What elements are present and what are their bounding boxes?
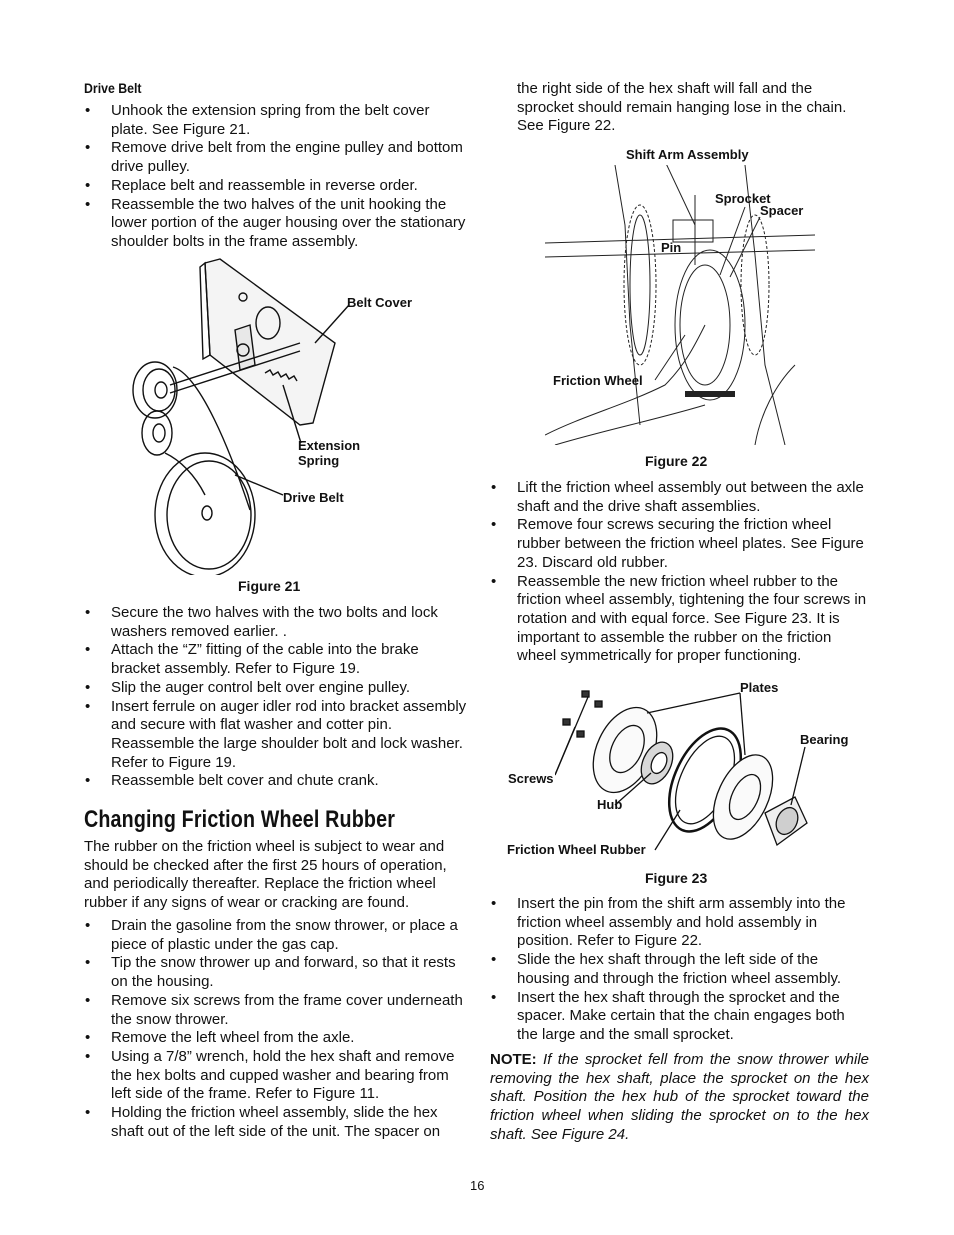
list-item: Tip the snow thrower up and forward, so … <box>84 954 468 991</box>
drive-belt-label: Drive Belt <box>283 490 344 505</box>
bearing-label: Bearing <box>800 732 849 747</box>
friction-wheel-exploded-drawing <box>555 690 808 851</box>
list-item: Holding the friction wheel assembly, sli… <box>84 1104 468 1141</box>
list-item: Slip the auger control belt over engine … <box>84 679 468 698</box>
list-item: Secure the two halves with the two bolts… <box>84 604 468 641</box>
friction-wheel-label: Friction Wheel <box>553 373 643 388</box>
extension-spring-label-line2: Spring <box>298 453 340 468</box>
sprocket-label: Sprocket <box>715 191 771 206</box>
list-item: Insert the pin from the shift arm assemb… <box>490 895 868 951</box>
list-item: Remove the left wheel from the axle. <box>84 1029 468 1048</box>
reassembly-steps: Secure the two halves with the two bolts… <box>84 604 468 791</box>
continued-paragraph: the right side of the hex shaft will fal… <box>517 80 847 135</box>
note-text: If the sprocket fell from the snow throw… <box>490 1051 869 1143</box>
figure-22-caption: Figure 22 <box>645 453 708 469</box>
screws-label: Screws <box>508 771 554 786</box>
plates-label: Plates <box>740 680 779 695</box>
pin-label: Pin <box>661 240 682 255</box>
list-item: Unhook the extension spring from the bel… <box>84 102 468 139</box>
list-item: Reassemble the new friction wheel rubber… <box>490 573 868 667</box>
note-label: NOTE: <box>490 1051 537 1068</box>
shift-arm-assembly-label: Shift Arm Assembly <box>626 147 749 162</box>
spacer-label: Spacer <box>760 203 804 218</box>
list-item: Remove four screws securing the friction… <box>490 516 868 572</box>
section-heading: Changing Friction Wheel Rubber <box>84 806 396 833</box>
figure-23-caption: Figure 23 <box>645 870 708 886</box>
list-item: Slide the hex shaft through the left sid… <box>490 951 868 988</box>
drive-belt-heading: Drive Belt <box>84 80 142 96</box>
belt-assembly-drawing <box>132 258 350 575</box>
extension-spring-label-line1: Extension <box>298 438 361 453</box>
list-item: Attach the “Z” fitting of the cable into… <box>84 641 468 678</box>
list-item: Drain the gasoline from the snow thrower… <box>84 917 468 954</box>
hub-label: Hub <box>597 797 623 812</box>
friction-wheel-steps: Drain the gasoline from the snow thrower… <box>84 917 468 1141</box>
list-item: Remove drive belt from the engine pulley… <box>84 139 468 176</box>
list-item: Using a 7/8” wrench, hold the hex shaft … <box>84 1048 468 1104</box>
figure-21-caption: Figure 21 <box>238 578 301 594</box>
figure-23-exploded-view <box>555 685 815 860</box>
reinstall-steps: Insert the pin from the shift arm assemb… <box>490 895 868 1045</box>
figure-21-illustration <box>125 255 355 575</box>
friction-wheel-removal-steps: Lift the friction wheel assembly out bet… <box>490 479 868 666</box>
friction-wheel-photo <box>545 165 815 445</box>
list-item: Lift the friction wheel assembly out bet… <box>490 479 868 516</box>
list-item: Replace belt and reassemble in reverse o… <box>84 177 468 196</box>
list-item: Reassemble belt cover and chute crank. <box>84 772 468 791</box>
list-item: Remove six screws from the frame cover u… <box>84 992 468 1029</box>
list-item: Reassemble the two halves of the unit ho… <box>84 196 468 252</box>
drive-belt-steps: Unhook the extension spring from the bel… <box>84 102 468 252</box>
page-number: 16 <box>470 1178 485 1193</box>
belt-cover-label: Belt Cover <box>347 295 413 310</box>
note-paragraph: NOTE: If the sprocket fell from the snow… <box>490 1051 869 1145</box>
figure-22-photo <box>545 165 815 445</box>
intro-paragraph: The rubber on the friction wheel is subj… <box>84 838 447 912</box>
list-item: Insert ferrule on auger idler rod into b… <box>84 698 468 773</box>
list-item: Insert the hex shaft through the sprocke… <box>490 989 868 1045</box>
friction-wheel-rubber-label: Friction Wheel Rubber <box>507 842 646 857</box>
